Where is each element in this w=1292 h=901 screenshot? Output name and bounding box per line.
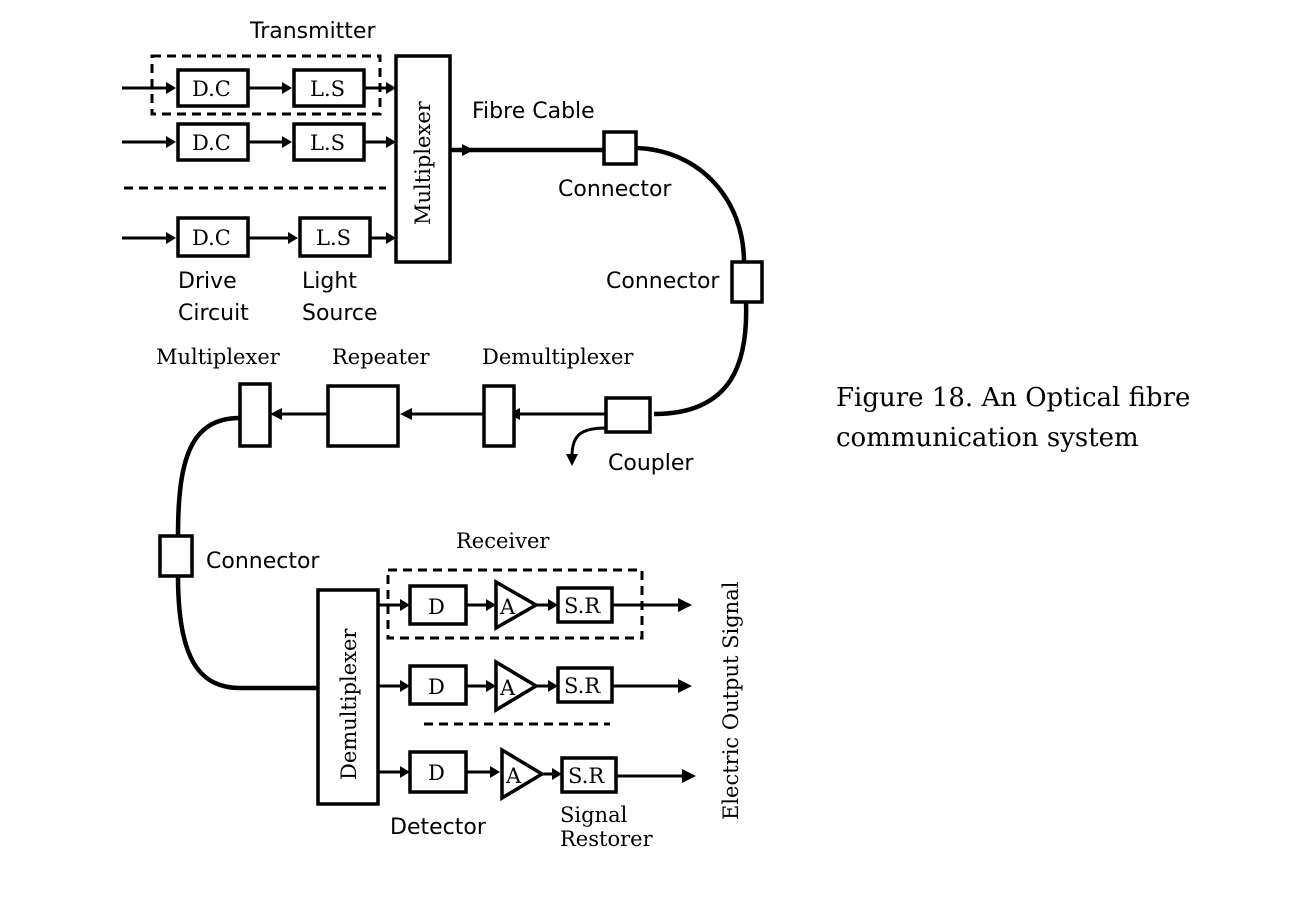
tx-input-arrow-n xyxy=(166,232,176,244)
rx-arrow-1a xyxy=(400,599,410,611)
connector-1-block xyxy=(602,130,638,166)
detector-text-n: D xyxy=(428,761,445,785)
fibre-cable-curve-4 xyxy=(175,575,318,691)
rx-demultiplexer-block xyxy=(316,588,380,806)
signal-restorer-label-line-2: Restorer xyxy=(560,827,654,851)
ls-mux-arrow-n xyxy=(386,232,396,244)
amplifier-block-2 xyxy=(494,658,540,714)
transmitter-label: Transmitter xyxy=(249,19,376,44)
drive-circuit-block-n xyxy=(176,216,250,258)
amplifier-block-1 xyxy=(494,578,540,632)
signal-restorer-text-1: S.R xyxy=(564,594,601,618)
electric-output-signal-label: Electric Output Signal xyxy=(719,581,743,820)
detector-label: Detector xyxy=(390,815,487,840)
detector-text-1: D xyxy=(428,595,445,619)
drive-circuit-text-1: D.C xyxy=(192,77,231,101)
connector-1-label: Connector xyxy=(558,177,672,202)
tx-multiplexer-text: Multiplexer xyxy=(411,100,435,225)
drive-circuit-label-line-2: Circuit xyxy=(178,301,249,326)
rx-arrow-2b xyxy=(486,680,496,692)
connector-3-block xyxy=(158,534,194,578)
rx-arrow-1c xyxy=(548,599,558,611)
rx-arrow-1b xyxy=(486,599,496,611)
dc-ls-arrow-1 xyxy=(282,82,292,94)
detector-block-1 xyxy=(408,584,468,626)
rx-output-arrow-2 xyxy=(678,679,692,693)
drive-circuit-text-2: D.C xyxy=(192,131,231,155)
rx-arrow-2c xyxy=(548,680,558,692)
rx-arrow-nb xyxy=(490,766,500,778)
connector-2-label: Connector xyxy=(606,269,720,294)
coupler-tap-arrow xyxy=(566,454,578,466)
drive-circuit-text-n: D.C xyxy=(192,226,231,250)
demux-to-repeater-arrow xyxy=(400,408,412,420)
transmitter-dashed-boundary xyxy=(150,54,382,116)
detector-text-2: D xyxy=(428,675,445,699)
light-source-text-n: L.S xyxy=(316,226,351,250)
tx-multiplexer-block xyxy=(394,54,452,264)
fibre-cable-curve-3 xyxy=(175,415,241,537)
light-source-text-1: L.S xyxy=(310,77,345,101)
dc-ls-arrow-n xyxy=(288,232,298,244)
repeater-to-mux-arrow xyxy=(270,408,282,420)
connector-2-block xyxy=(730,260,764,304)
fibre-cable-curve-2 xyxy=(653,301,749,417)
light-source-block-1 xyxy=(292,68,366,108)
rx-output-arrow-1 xyxy=(678,598,692,612)
rx-arrow-nc xyxy=(552,768,562,780)
light-source-label-line-1: Light xyxy=(302,269,357,294)
light-source-text-2: L.S xyxy=(310,131,345,155)
rx-arrow-2a xyxy=(400,680,410,692)
fibre-cable-label: Fibre Cable xyxy=(472,99,595,124)
signal-restorer-block-2 xyxy=(556,666,614,704)
amplifier-block-n xyxy=(500,746,546,802)
signal-restorer-block-1 xyxy=(556,586,614,624)
fibre-cable-curve-1 xyxy=(635,145,747,263)
repeater-label: Repeater xyxy=(332,345,430,369)
ls-mux-arrow-2 xyxy=(386,136,396,148)
multiplexer-rep-block xyxy=(238,382,272,448)
amplifier-text-n: A xyxy=(505,764,522,788)
drive-circuit-label-line-1: Drive xyxy=(178,269,237,294)
rx-arrow-na xyxy=(400,766,410,778)
signal-restorer-text-2: S.R xyxy=(564,674,601,698)
light-source-block-2 xyxy=(292,122,366,162)
coupler-tap-line xyxy=(570,426,607,457)
signal-restorer-block-n xyxy=(560,756,618,794)
repeater-block xyxy=(326,384,400,448)
rx-output-arrow-n xyxy=(682,769,696,783)
fibre-start-arrow xyxy=(462,144,474,156)
signal-restorer-text-n: S.R xyxy=(568,764,605,788)
coupler-label: Coupler xyxy=(608,451,694,476)
tx-input-arrow-1 xyxy=(166,82,176,94)
receiver-label: Receiver xyxy=(456,529,550,553)
connector-3-label: Connector xyxy=(206,549,320,574)
figure-caption-line-1: Figure 18. An Optical fibre xyxy=(836,383,1190,413)
coupler-block xyxy=(604,396,652,434)
demultiplexer-rep-block xyxy=(482,384,516,448)
amplifier-text-2: A xyxy=(499,676,516,700)
ls-mux-arrow-1 xyxy=(386,82,396,94)
dc-ls-arrow-2 xyxy=(282,136,292,148)
multiplexer-rep-label: Multiplexer xyxy=(156,345,281,369)
tx-input-arrow-2 xyxy=(166,136,176,148)
amplifier-text-1: A xyxy=(499,595,516,619)
figure-caption-line-2: communication system xyxy=(836,423,1139,453)
demultiplexer-rep-label: Demultiplexer xyxy=(482,345,634,369)
signal-restorer-label-line-1: Signal xyxy=(560,803,628,827)
rx-demultiplexer-text: Demultiplexer xyxy=(337,628,361,780)
light-source-label-line-2: Source xyxy=(302,301,378,326)
